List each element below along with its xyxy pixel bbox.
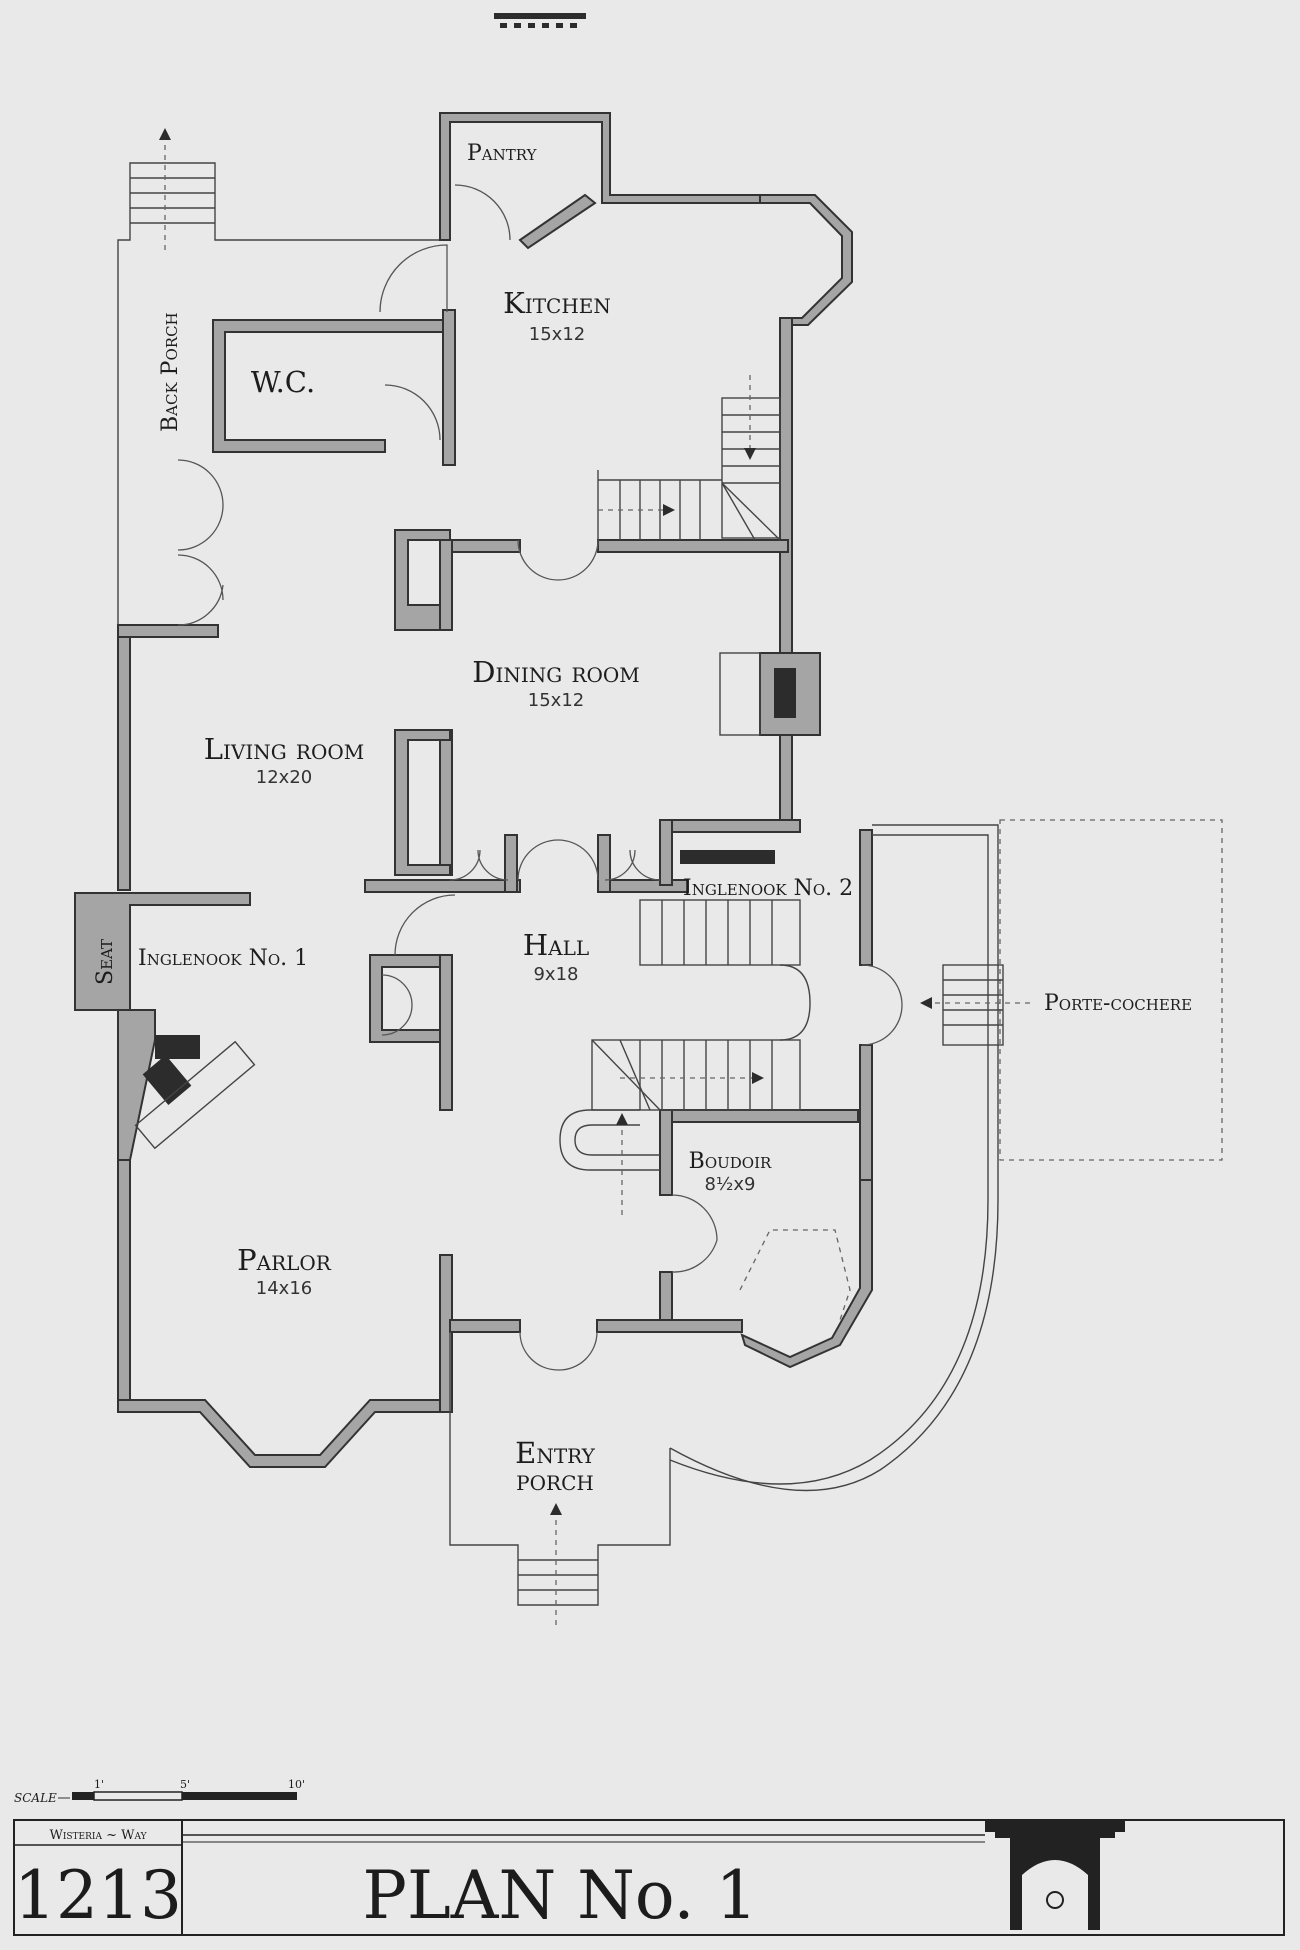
arch-ornament	[985, 1820, 1125, 1930]
porte-cochere-label: Porte-cochere	[1044, 991, 1192, 1016]
walls	[74, 112, 873, 1468]
entry-porch-label-line2: porch	[516, 1463, 594, 1497]
parlor-dimensions: 14x16	[256, 1278, 312, 1299]
seat-label: Seat	[93, 939, 118, 985]
back-porch-label: Back Porch	[158, 312, 183, 432]
plan-title: PLAN No. 1	[363, 1857, 758, 1934]
scale-tick-10: 10'	[288, 1778, 305, 1791]
living-room-label: Living room	[204, 732, 365, 766]
entry-porch-label-line1: Entry	[515, 1436, 595, 1470]
stairs	[559, 375, 811, 1220]
dining-room-label: Dining room	[472, 655, 640, 689]
living-room-dimensions: 12x20	[256, 767, 312, 788]
scale-label: SCALE	[14, 1791, 57, 1805]
parlor-label: Parlor	[237, 1243, 332, 1277]
scale-tick-5: 5'	[180, 1778, 190, 1791]
pantry-label: Pantry	[467, 141, 538, 166]
back-porch	[117, 128, 440, 630]
hall-label: Hall	[523, 928, 589, 962]
boudoir-label: Boudoir	[689, 1149, 772, 1174]
boudoir-dimensions: 8½x9	[704, 1174, 755, 1195]
porte-cochere-outline	[920, 819, 1223, 1161]
dining-room-dimensions: 15x12	[528, 690, 584, 711]
kitchen-dimensions: 15x12	[529, 324, 585, 345]
entry-porch	[449, 824, 999, 1630]
street-name: Wisteria ~ Way	[49, 1828, 147, 1843]
top-ornament	[494, 13, 586, 28]
inglenook-2-label: Inglenook No. 2	[683, 876, 853, 901]
inglenook-1-label: Inglenook No. 1	[138, 946, 308, 971]
kitchen-label: Kitchen	[503, 286, 611, 320]
doors	[177, 184, 903, 1371]
scale-bar: SCALE 1' 5' 10'	[14, 1778, 305, 1805]
scale-tick-1: 1'	[94, 1778, 104, 1791]
wc-label: W.C.	[251, 365, 315, 399]
hall-dimensions: 9x18	[533, 964, 578, 985]
house-number: 1213	[14, 1857, 182, 1934]
room-labels: Pantry Kitchen 15x12 W.C. Back Porch Din…	[93, 141, 1192, 1497]
title-block: Wisteria ~ Way 1213 PLAN No. 1	[13, 1819, 1285, 1936]
